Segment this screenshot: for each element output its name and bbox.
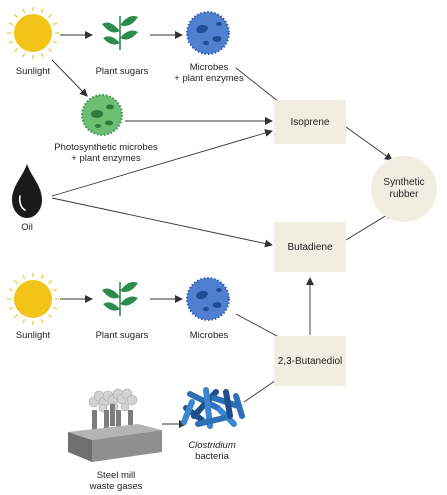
label-steel-mill-line2: waste gases (89, 481, 143, 492)
label-sunlight-bottom: Sunlight (15, 330, 51, 341)
sun-icon (7, 273, 59, 325)
arrow-butadiene-to-rubber (345, 211, 393, 241)
synthetic-rubber-node: Synthetic rubber (371, 156, 437, 222)
arrow-oil-to-butadiene (51, 197, 273, 248)
label-plant-sugars-bottom: Plant sugars (95, 330, 149, 341)
arrow-oil-to-isoprene (51, 129, 273, 197)
label-sunlight-top: Sunlight (15, 66, 51, 77)
arrow-sun-to-photosynthetic (51, 59, 88, 97)
label-steel-mill-line1: Steel mill (96, 470, 136, 481)
bacteria-icon (181, 387, 245, 429)
label-photosynthetic-line2: + plant enzymes (71, 153, 141, 164)
label-microbes-enzymes-line2: + plant enzymes (174, 73, 244, 84)
sun-icon (7, 7, 59, 59)
label-steel-mill: Steel mill waste gases (90, 470, 143, 492)
microbe-icon (81, 94, 123, 136)
plant-icon (102, 16, 138, 50)
label-oil: Oil (21, 222, 33, 233)
label-microbes-enzymes-line1: Microbes (189, 62, 229, 73)
microbe-icon (186, 11, 230, 55)
factory-icon (68, 388, 162, 462)
label-microbes-bottom: Microbes (189, 330, 229, 341)
label-clostridium-line1: Clostridium (188, 440, 236, 451)
label-photosynthetic-line1: Photosynthetic microbes (54, 142, 158, 153)
butanediol-box: 2,3-Butanediol (274, 336, 346, 386)
butadiene-box: Butadiene (274, 222, 346, 272)
plant-icon (102, 282, 138, 316)
arrow-isoprene-to-rubber (345, 126, 393, 161)
isoprene-box: Isoprene (274, 100, 346, 144)
oil-drop-icon (12, 164, 42, 218)
synthetic-rubber-line2: rubber (389, 189, 419, 200)
label-photosynthetic: Photosynthetic microbes + plant enzymes (54, 142, 158, 164)
microbe-icon (186, 277, 230, 321)
label-clostridium-line2: bacteria (195, 451, 229, 462)
label-plant-sugars-top: Plant sugars (95, 66, 149, 77)
label-clostridium: Clostridium bacteria (188, 440, 236, 462)
synthetic-rubber-line1: Synthetic (383, 177, 425, 188)
label-microbes-enzymes: Microbes + plant enzymes (174, 62, 243, 84)
